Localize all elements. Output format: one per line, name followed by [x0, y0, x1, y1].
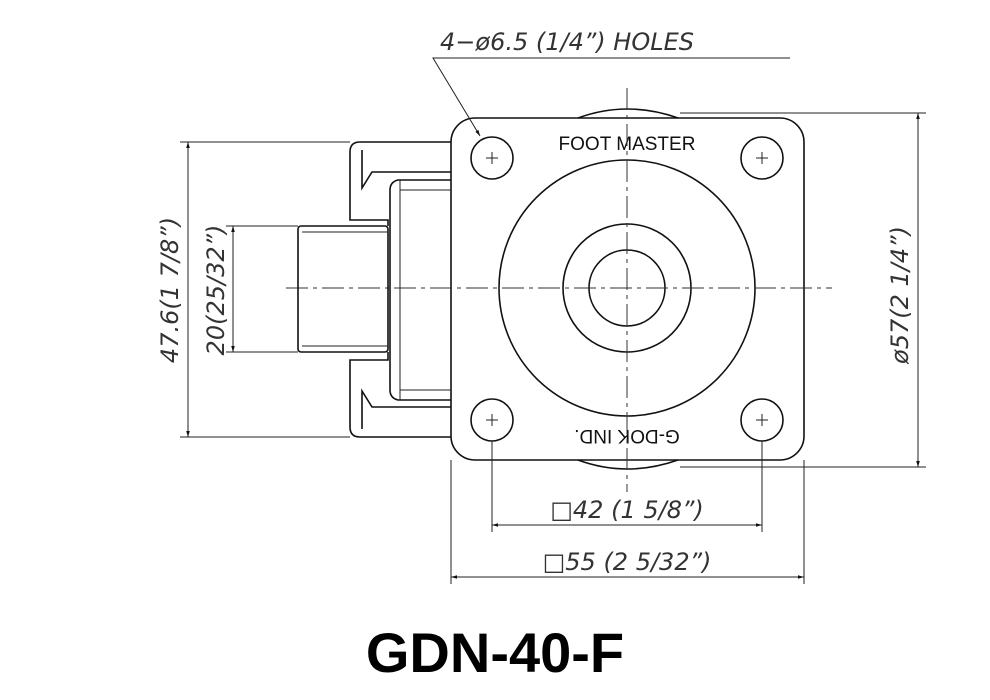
model-title: GDN-40-F	[366, 621, 624, 684]
hole	[740, 136, 784, 180]
hole	[470, 136, 514, 180]
side-view-bracket	[349, 141, 451, 438]
plate-bottom-text: G-DOK IND.	[574, 425, 680, 446]
diameter-dimension-label: ø57(2 1/4”)	[886, 226, 914, 365]
hole	[740, 398, 784, 442]
plate-width-dimension-label: □55 (2 5/32”)	[543, 548, 712, 576]
hole-spacing-dimension-label: □42 (1 5/8”)	[550, 496, 704, 524]
side-view-stem	[297, 225, 389, 353]
hole	[470, 398, 514, 442]
height-dimension-label: 47.6(1 7/8”)	[156, 217, 184, 363]
stem-dimension-label: 20(25/32”)	[202, 225, 230, 356]
wheel-top-edge	[577, 108, 679, 119]
wheel-bottom-edge	[577, 459, 679, 470]
hole-callout-label: 4−ø6.5 (1/4”) HOLES	[440, 28, 694, 56]
hole-callout-leader	[432, 57, 790, 137]
